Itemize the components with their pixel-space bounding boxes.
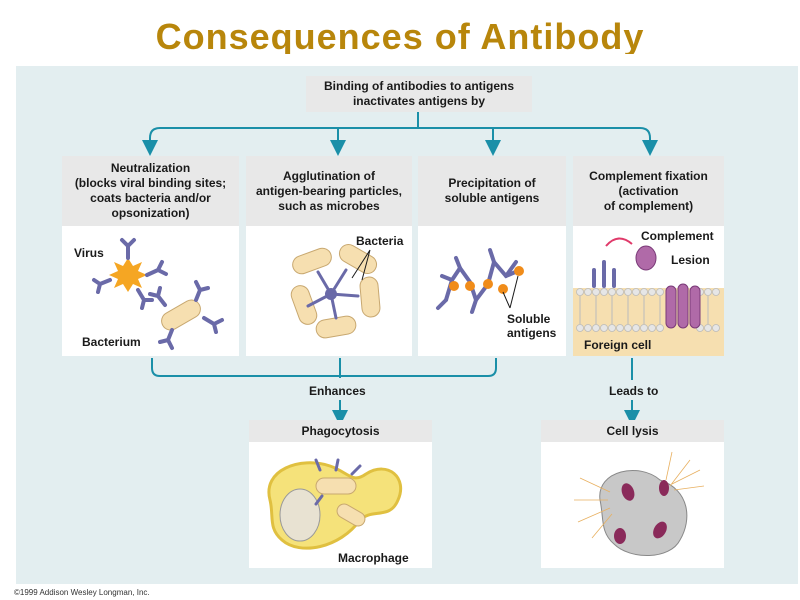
bacterium-label: Bacterium	[82, 335, 141, 349]
lesion-label: Lesion	[671, 253, 710, 267]
leakage-icon	[574, 451, 705, 539]
bacterium-icon	[315, 477, 357, 495]
label-pointer-icon	[351, 249, 519, 309]
bacteria-label: Bacteria	[356, 234, 404, 248]
bacteria-icon	[290, 244, 381, 339]
root-box: Binding of antibodies to antigens inacti…	[306, 76, 532, 112]
precipitation-header: Precipitation of soluble antigens	[418, 156, 566, 226]
soluble-antigen-icon	[449, 266, 524, 294]
complement-icon	[635, 245, 657, 271]
leads-to-label: Leads to	[609, 384, 659, 398]
lesion-icon	[665, 283, 701, 329]
antibody-icon	[148, 280, 224, 350]
page-title: Consequences of Antibody	[155, 16, 645, 54]
activation-arrow-icon	[605, 237, 633, 247]
neutralization-illustration	[62, 226, 239, 356]
copyright: ©1999 Addison Wesley Longman, Inc.	[14, 588, 150, 597]
virus-icon	[109, 258, 147, 292]
agglutination-header: Agglutination of antigen-bearing particl…	[246, 156, 412, 226]
cell-lysis-header: Cell lysis	[541, 420, 724, 442]
foreign-cell-label: Foreign cell	[584, 338, 652, 352]
phagocytosis-header: Phagocytosis	[249, 420, 432, 442]
nucleus-icon	[279, 488, 321, 542]
complement-label: Complement	[641, 229, 714, 243]
enhances-label: Enhances	[309, 384, 366, 398]
antibody-icon	[92, 238, 168, 310]
pore-icon	[614, 480, 669, 544]
antibody-icon	[306, 268, 360, 320]
bacterium-icon	[336, 503, 366, 527]
neutralization-header: Neutralization (blocks viral binding sit…	[62, 156, 239, 226]
antibody-lattice-icon	[436, 248, 522, 314]
complement-fixation-header: Complement fixation (activation of compl…	[573, 156, 724, 226]
virus-label: Virus	[74, 246, 104, 260]
membrane-tails-icon	[579, 296, 709, 324]
antibody-icon	[314, 458, 362, 506]
precipitation-illustration	[418, 226, 566, 356]
bacterium-icon	[161, 299, 201, 331]
membrane-icon	[576, 288, 720, 332]
soluble-antigens-label: Soluble antigens	[507, 312, 557, 340]
macrophage-label: Macrophage	[338, 551, 409, 565]
antibody-icon	[592, 260, 616, 288]
